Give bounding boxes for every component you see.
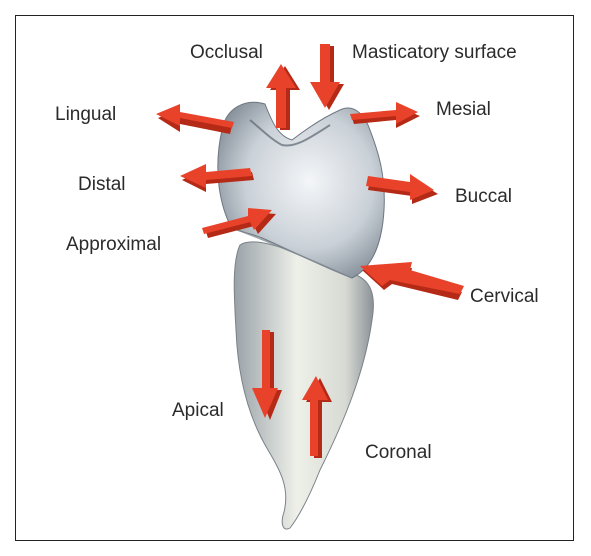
buccal-label: Buccal (455, 186, 512, 207)
tooth (218, 102, 384, 529)
apical-label: Apical (172, 400, 224, 421)
tooth-root (234, 242, 373, 529)
cervical-label: Cervical (470, 286, 539, 307)
approximal-label: Approximal (66, 234, 161, 255)
mesial-label: Mesial (436, 99, 491, 120)
occlusal-label: Occlusal (190, 42, 263, 63)
lingual-arrow (156, 104, 234, 134)
lingual-label: Lingual (55, 104, 116, 125)
masticatory-surface-arrow (310, 44, 344, 110)
distal-label: Distal (78, 174, 126, 195)
masticatory-surface-label: Masticatory surface (352, 42, 517, 63)
coronal-label: Coronal (365, 442, 432, 463)
cervical-arrow (360, 262, 464, 300)
